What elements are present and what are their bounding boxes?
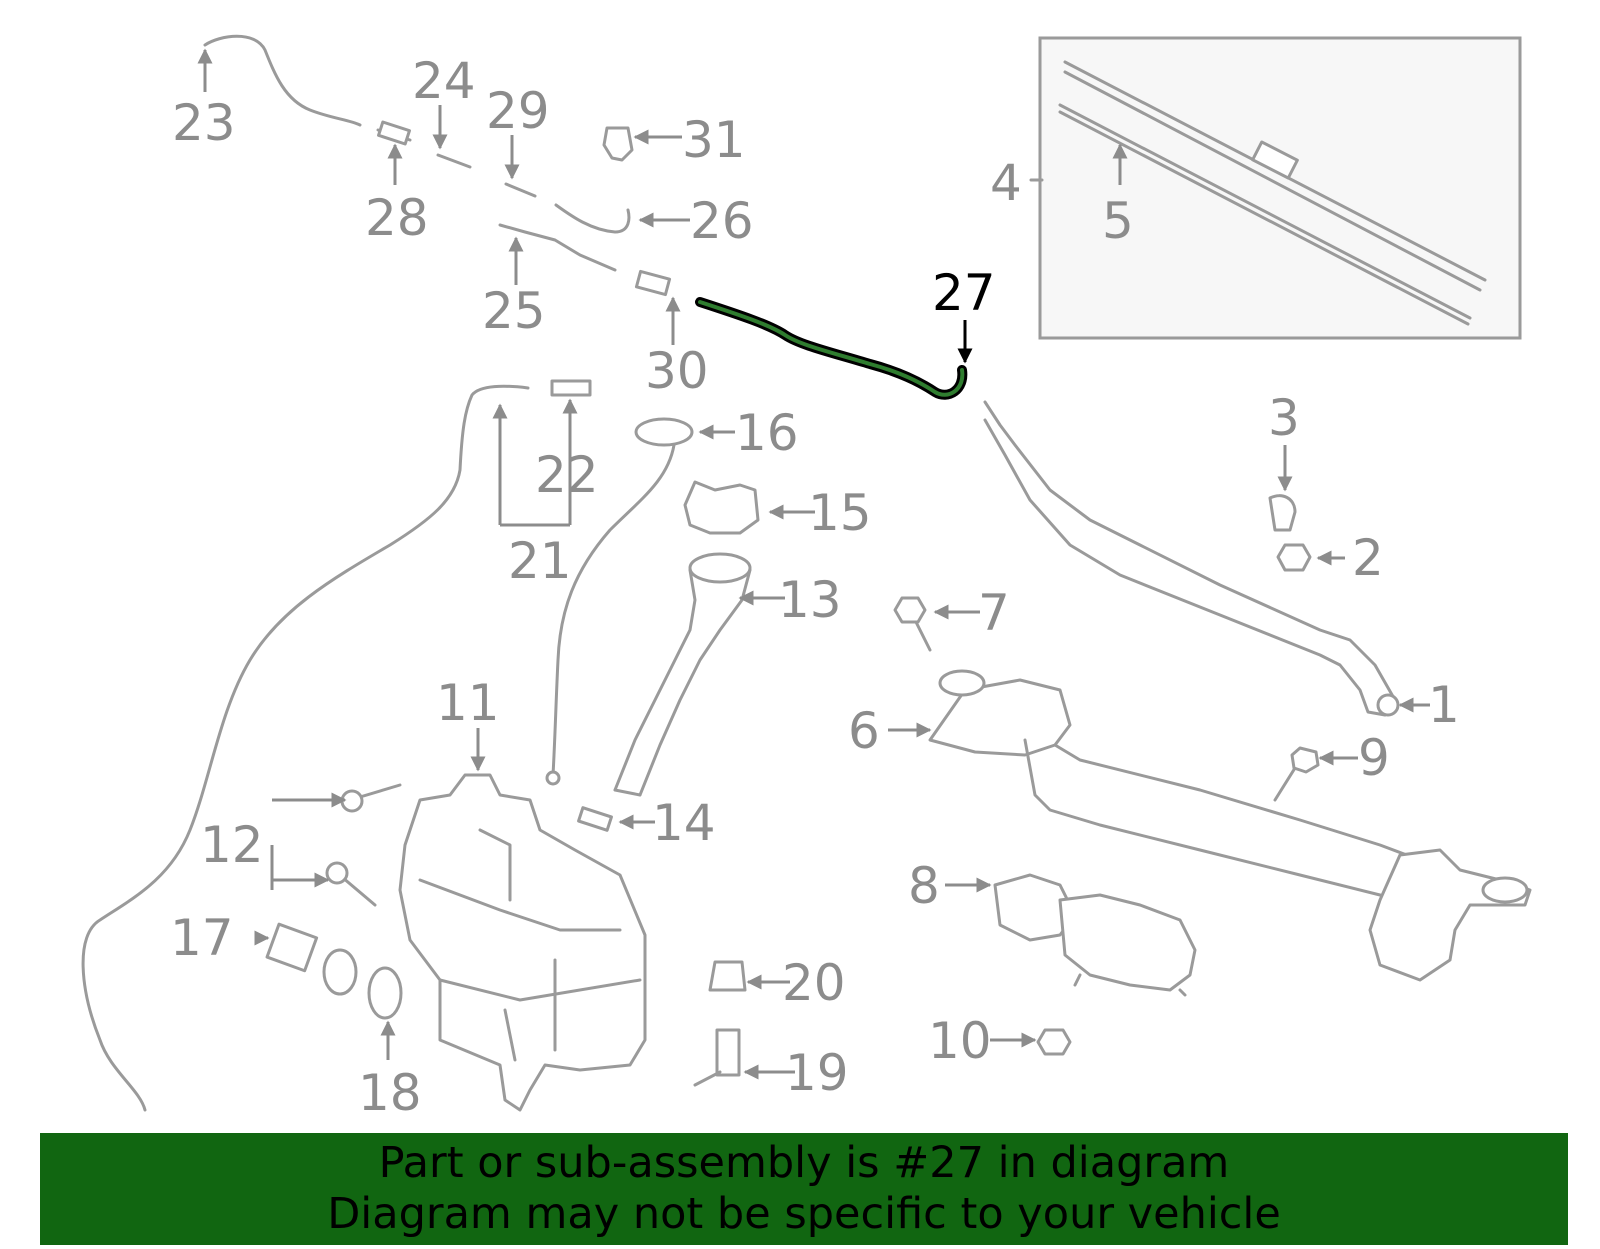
- callout-3: 3: [1268, 389, 1300, 447]
- callout-12: 12: [200, 816, 264, 874]
- pump-17: [265, 922, 358, 996]
- leader-lines: [197, 48, 1430, 1080]
- callout-21: 21: [508, 532, 572, 590]
- seal-14: [577, 806, 613, 832]
- nut-2: [1276, 543, 1312, 572]
- nozzle-31: [602, 126, 634, 162]
- wiper-blade-inset: [1029, 36, 1522, 340]
- sensor-20: [708, 960, 747, 992]
- callout-14: 14: [652, 794, 716, 852]
- connector-29: [504, 182, 537, 198]
- callout-27: 27: [932, 264, 996, 322]
- callout-29: 29: [486, 82, 550, 140]
- callout-20: 20: [782, 954, 846, 1012]
- callout-10: 10: [928, 1012, 992, 1070]
- callout-4: 4: [990, 154, 1022, 212]
- callout-16: 16: [735, 404, 799, 462]
- pipe-25: [498, 223, 617, 272]
- cap-3: [1268, 494, 1297, 532]
- callout-11: 11: [436, 674, 500, 732]
- callout-31: 31: [682, 111, 746, 169]
- bracket-15: [683, 480, 760, 535]
- nut-10: [1036, 1028, 1072, 1056]
- banner-line-1: Part or sub-assembly is #27 in diagram: [378, 1138, 1230, 1188]
- wiper-arm-1: [983, 400, 1400, 717]
- callout-23: 23: [172, 94, 236, 152]
- bolts-12: [325, 783, 402, 907]
- cap-16: [545, 417, 694, 786]
- info-banner: Part or sub-assembly is #27 in diagram D…: [40, 1133, 1568, 1245]
- callout-17: 17: [170, 909, 234, 967]
- callout-2: 2: [1352, 529, 1384, 587]
- sensor-19: [693, 1028, 741, 1087]
- callout-19: 19: [785, 1044, 849, 1102]
- callout-5: 5: [1102, 192, 1134, 250]
- callout-6: 6: [848, 702, 880, 760]
- hose-21: [81, 384, 530, 1112]
- wiper-motor-8: [993, 873, 1197, 997]
- washer-hose-27-highlighted: [695, 297, 968, 400]
- filler-neck-13: [613, 552, 752, 797]
- callout-1: 1: [1428, 676, 1460, 734]
- callout-7: 7: [978, 584, 1010, 642]
- callout-8: 8: [908, 857, 940, 915]
- callout-18: 18: [358, 1064, 422, 1122]
- banner-line-2: Diagram may not be specific to your vehi…: [327, 1189, 1281, 1239]
- grommet-18: [367, 966, 403, 1020]
- callout-26: 26: [690, 192, 754, 250]
- callout-labels: 23 24 28 29 31 26 25 30 27 4 5 3 2 16 15…: [170, 52, 1460, 1122]
- callout-9: 9: [1358, 729, 1390, 787]
- callout-22: 22: [535, 446, 599, 504]
- callout-13: 13: [778, 571, 842, 629]
- callout-28: 28: [365, 189, 429, 247]
- pin-24: [436, 153, 472, 169]
- wiper-linkage-6: [928, 669, 1532, 982]
- callout-25: 25: [482, 282, 546, 340]
- hose-26: [554, 203, 631, 234]
- callout-15: 15: [808, 484, 872, 542]
- hose-23: [203, 34, 362, 127]
- connector-22: [550, 379, 592, 397]
- callout-24: 24: [412, 52, 476, 110]
- callout-30: 30: [645, 342, 709, 400]
- reservoir-11: [398, 773, 647, 1112]
- connector-30: [634, 269, 672, 297]
